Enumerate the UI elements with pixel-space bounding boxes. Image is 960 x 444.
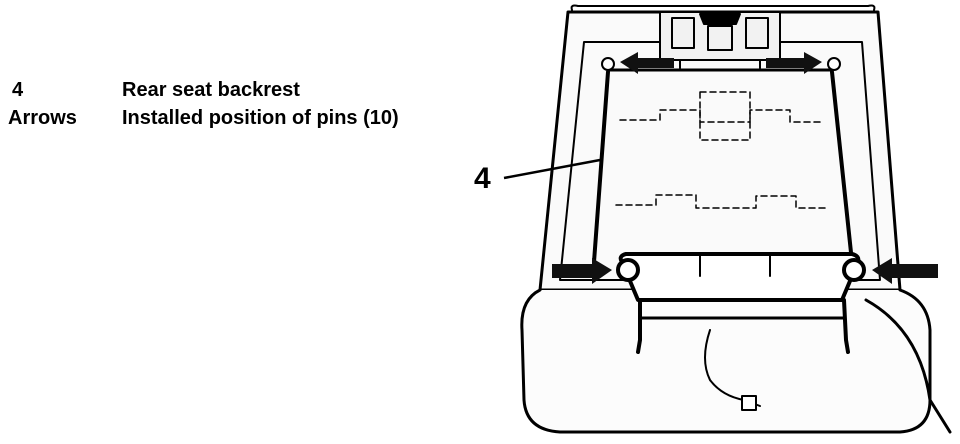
cable-right — [864, 298, 952, 434]
top-rail — [570, 4, 876, 11]
right-frame-tube — [830, 70, 854, 264]
pin-top-right — [827, 57, 841, 71]
rear-seat-backrest-diagram: 4 — [474, 4, 952, 434]
upholstery-pattern — [615, 91, 827, 209]
legend-description: Installed position of pins (10) — [122, 107, 399, 129]
latch-bracket — [616, 252, 866, 354]
headrest-mount — [659, 11, 781, 69]
arrow-bottom-left — [552, 258, 612, 284]
pin-top-left — [601, 57, 615, 71]
arrow-top-right — [766, 52, 822, 74]
callout-label-4: 4 — [474, 162, 491, 195]
cable-connector — [741, 395, 757, 411]
arrow-top-left — [620, 52, 674, 74]
legend-key: Arrows — [8, 107, 77, 129]
left-frame-tube — [592, 70, 610, 264]
legend-key: 4 — [12, 79, 24, 101]
cable — [704, 329, 761, 407]
seat-cushion — [520, 288, 932, 434]
arrow-bottom-right — [872, 258, 938, 284]
callout-leader — [503, 158, 601, 180]
legend-description: Rear seat backrest — [122, 79, 300, 101]
